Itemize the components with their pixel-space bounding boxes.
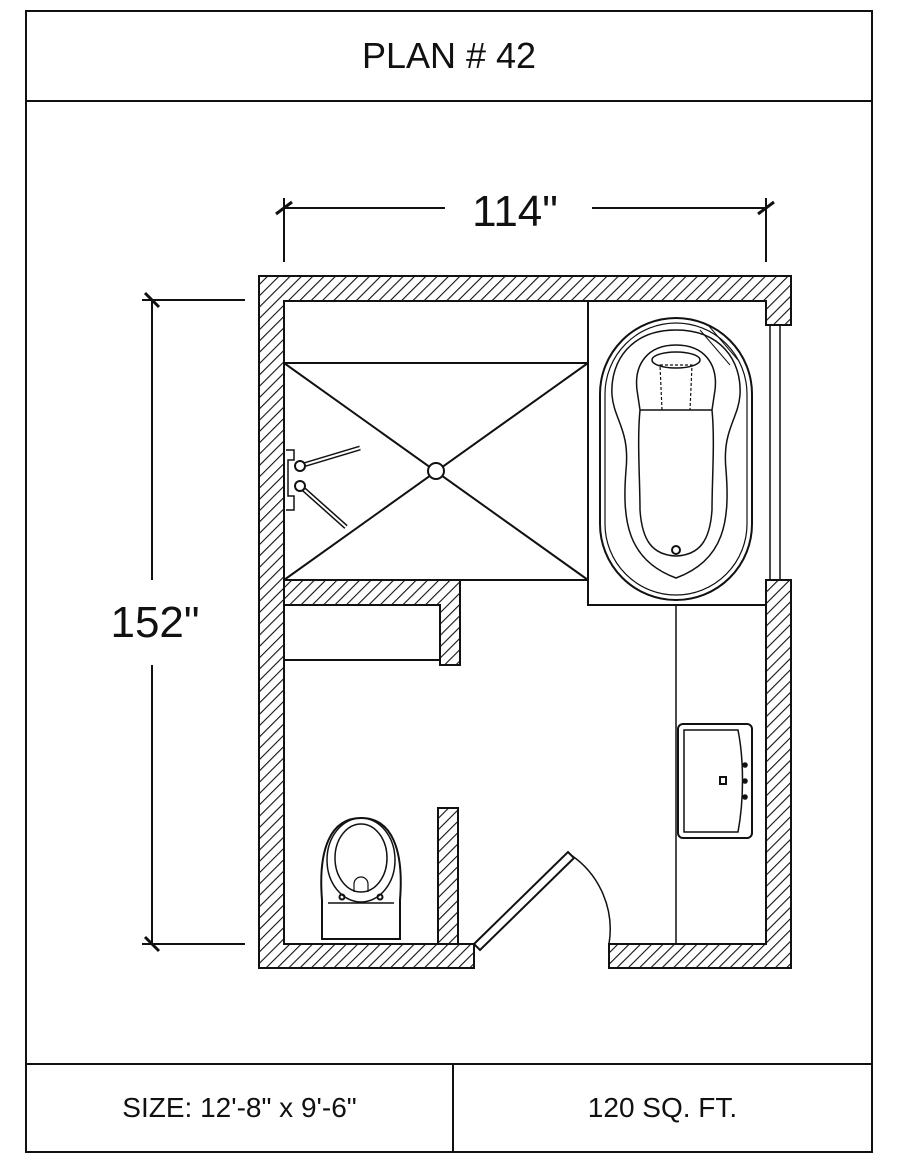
size-label: SIZE: 12'-8" x 9'-6": [27, 1065, 454, 1151]
width-label: 114": [472, 187, 558, 236]
toilet: [320, 816, 402, 940]
door: [472, 850, 611, 952]
plan-title: PLAN # 42: [27, 12, 871, 102]
area-label: 120 SQ. FT.: [587, 1092, 738, 1123]
plan-footer: SIZE: 12'-8" x 9'-6" 120 SQ. FT.: [27, 1063, 871, 1151]
walls: [258, 275, 792, 969]
window: [766, 324, 791, 581]
length-dimension: [142, 291, 245, 953]
length-label: 152": [110, 598, 199, 647]
plan-frame: PLAN # 42 SIZE: 12'-8" x 9'-6" 120 SQ. F…: [25, 10, 873, 1153]
sink: [677, 723, 753, 839]
shower: [283, 362, 589, 581]
bathtub: [587, 301, 766, 606]
width-dimension: [275, 198, 775, 262]
